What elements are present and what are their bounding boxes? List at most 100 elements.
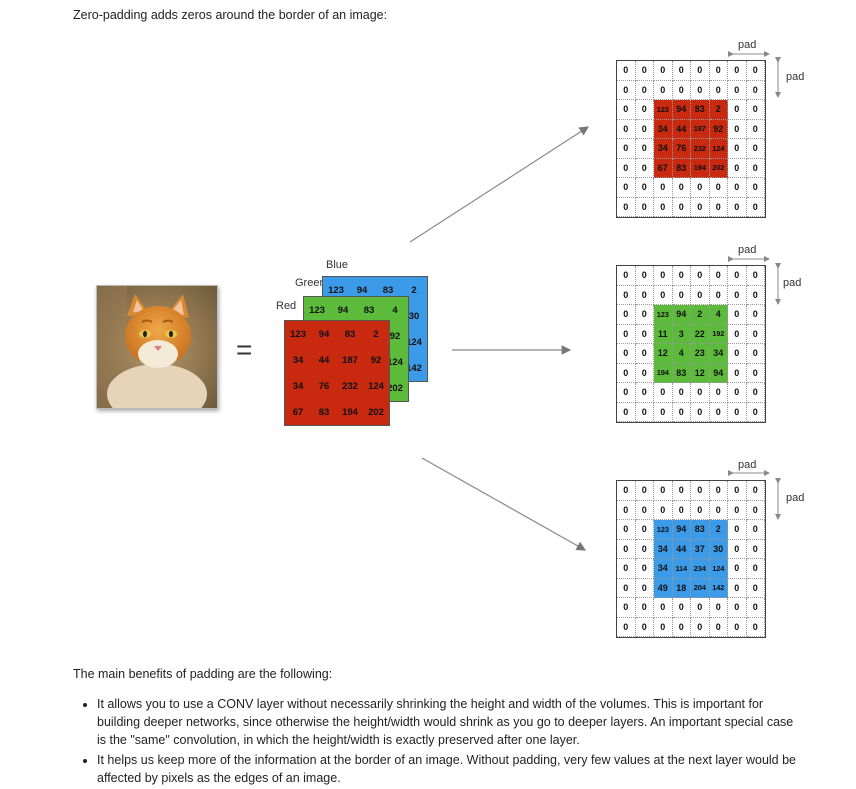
- pad-cell: 0: [617, 500, 636, 520]
- pad-cell: 0: [728, 305, 747, 325]
- pad-cell: 0: [728, 158, 747, 178]
- pad-cell: 0: [746, 178, 765, 198]
- matrix-cell: 34: [292, 354, 304, 366]
- pad-cell: 0: [728, 500, 747, 520]
- image-cell: 123: [654, 305, 673, 325]
- image-cell: 37: [691, 539, 710, 559]
- pad-cell: 0: [691, 598, 710, 618]
- matrix-cell: 92: [389, 330, 401, 342]
- intro-text: Zero-padding adds zeros around the borde…: [73, 8, 388, 22]
- pad-cell: 0: [635, 285, 654, 305]
- pad-cell: 0: [672, 285, 691, 305]
- pad-cell: 0: [728, 285, 747, 305]
- pad-cell: 0: [746, 617, 765, 637]
- pad-cell: 0: [709, 617, 728, 637]
- pad-cell: 0: [635, 598, 654, 618]
- matrix-cell: 232: [342, 380, 358, 392]
- pad-cell: 0: [728, 178, 747, 198]
- pad-cell: 0: [654, 383, 673, 403]
- pad-cell: 0: [617, 539, 636, 559]
- pad-cell: 0: [746, 80, 765, 100]
- matrix-cell: 202: [387, 382, 403, 394]
- image-cell: 94: [709, 363, 728, 383]
- cat-image: [96, 285, 218, 409]
- pad-cell: 0: [617, 158, 636, 178]
- pad-cell: 0: [691, 383, 710, 403]
- pad-cell: 0: [635, 578, 654, 598]
- pad-cell: 0: [691, 80, 710, 100]
- pad-cell: 0: [617, 80, 636, 100]
- image-cell: 94: [672, 100, 691, 120]
- matrix-cell: 124: [368, 380, 384, 392]
- pad-cell: 0: [746, 158, 765, 178]
- image-cell: 114: [672, 559, 691, 579]
- image-cell: 83: [672, 158, 691, 178]
- image-cell: 234: [691, 559, 710, 579]
- pad-cell: 0: [746, 520, 765, 540]
- image-cell: 2: [709, 520, 728, 540]
- pad-cell: 0: [728, 119, 747, 139]
- pad-cell: 0: [635, 178, 654, 198]
- pad-cell: 0: [672, 197, 691, 217]
- pad-cell: 0: [617, 266, 636, 286]
- image-cell: 22: [691, 324, 710, 344]
- matrix-cell: 83: [318, 406, 330, 418]
- pad-cell: 0: [746, 344, 765, 364]
- pad-cell: 0: [635, 158, 654, 178]
- image-cell: 202: [709, 158, 728, 178]
- pad-cell: 0: [709, 285, 728, 305]
- pad-cell: 0: [728, 324, 747, 344]
- matrix-cell: 202: [368, 406, 384, 418]
- matrix-cell: 30: [408, 310, 420, 322]
- matrix-cell: 187: [342, 354, 358, 366]
- pad-cell: 0: [617, 285, 636, 305]
- pad-cell: 0: [617, 383, 636, 403]
- image-cell: 204: [691, 578, 710, 598]
- pad-cell: 0: [746, 61, 765, 81]
- pad-cell: 0: [746, 559, 765, 579]
- pad-cell: 0: [709, 598, 728, 618]
- pad-cell: 0: [635, 305, 654, 325]
- pad-cell: 0: [728, 402, 747, 422]
- image-cell: 2: [691, 305, 710, 325]
- image-cell: 4: [709, 305, 728, 325]
- pad-cell: 0: [654, 500, 673, 520]
- pad-cell: 0: [709, 481, 728, 501]
- matrix-cell: 194: [342, 406, 358, 418]
- matrix-cell: 124: [387, 356, 403, 368]
- image-cell: 34: [654, 559, 673, 579]
- pad-cell: 0: [728, 559, 747, 579]
- pad-cell: 0: [617, 363, 636, 383]
- pad-cell: 0: [691, 481, 710, 501]
- pad-cell: 0: [746, 539, 765, 559]
- blue-label: Blue: [326, 259, 349, 271]
- benefits-list: It allows you to use a CONV layer withou…: [73, 695, 803, 787]
- matrix-cell: 123: [290, 328, 306, 340]
- pad-cell: 0: [728, 61, 747, 81]
- pad-cell: 0: [691, 617, 710, 637]
- image-cell: 194: [654, 363, 673, 383]
- pad-cell: 0: [691, 500, 710, 520]
- pad-cell: 0: [746, 285, 765, 305]
- pad-cell: 0: [746, 402, 765, 422]
- pad-label-v-3: pad: [786, 492, 805, 504]
- pad-cell: 0: [728, 520, 747, 540]
- pad-cell: 0: [672, 617, 691, 637]
- pad-cell: 0: [672, 402, 691, 422]
- image-cell: 124: [709, 139, 728, 159]
- pad-cell: 0: [672, 598, 691, 618]
- matrix-cell: 67: [292, 406, 304, 418]
- pad-cell: 0: [709, 80, 728, 100]
- pad-label-h-2: pad: [738, 244, 757, 256]
- image-cell: 187: [691, 119, 710, 139]
- pad-cell: 0: [709, 500, 728, 520]
- image-cell: 142: [709, 578, 728, 598]
- red-label: Red: [276, 300, 297, 312]
- matrix-cell: 123: [328, 284, 344, 296]
- pad-cell: 0: [746, 119, 765, 139]
- pad-cell: 0: [746, 266, 765, 286]
- pad-cell: 0: [617, 559, 636, 579]
- image-cell: 76: [672, 139, 691, 159]
